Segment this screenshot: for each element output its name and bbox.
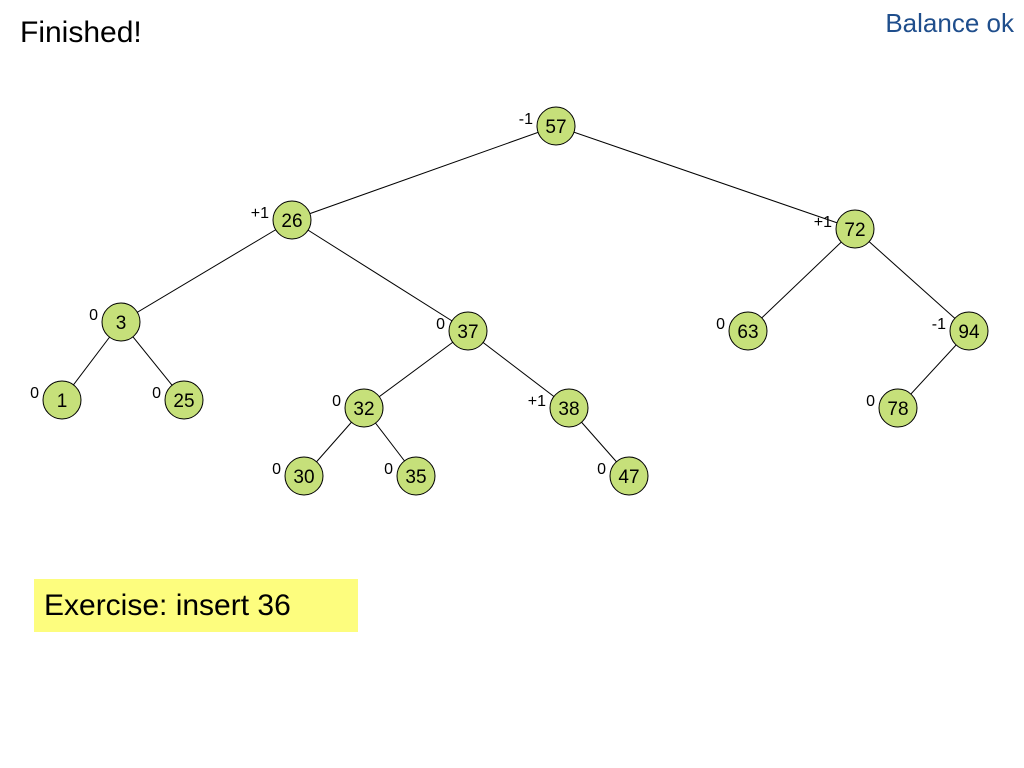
balance-factor-label: 0 xyxy=(89,307,98,324)
tree-node-1: 10 xyxy=(30,380,82,420)
node-key-label: 26 xyxy=(281,211,302,232)
node-circle xyxy=(272,200,312,240)
tree-node-63: 63 0 xyxy=(716,311,768,351)
balance-factor-label: 0 xyxy=(272,461,281,478)
tree-node-32: 32 0 xyxy=(332,388,384,428)
node-circle xyxy=(42,380,82,420)
node-circle xyxy=(284,456,324,496)
node-circle xyxy=(835,209,875,249)
page-title: Finished! xyxy=(20,16,142,49)
balance-factor-label: 0 xyxy=(152,385,161,402)
tree-node-72: 72 +1 xyxy=(814,209,875,249)
node-key-label: 63 xyxy=(737,322,758,343)
node-circle xyxy=(878,388,918,428)
node-key-label: 37 xyxy=(457,322,478,343)
balance-factor-label: 0 xyxy=(332,393,341,410)
node-key-label: 57 xyxy=(545,117,566,138)
node-key-label: 94 xyxy=(958,322,980,343)
node-key-label: 78 xyxy=(887,399,908,420)
tree-edge-72-63 xyxy=(747,228,856,332)
balance-factor-label: 0 xyxy=(436,316,445,333)
node-circle xyxy=(728,311,768,351)
node-key-label: 30 xyxy=(293,467,314,488)
tree-node-26: 26 +1 xyxy=(251,200,312,240)
node-circle xyxy=(549,388,589,428)
node-key-label: 72 xyxy=(844,220,865,241)
balance-status: Balance ok xyxy=(885,8,1014,38)
balance-factor-label: -1 xyxy=(932,316,946,333)
balance-factor-label: 0 xyxy=(716,316,725,333)
tree-edge-37-32 xyxy=(363,330,469,409)
node-circle xyxy=(101,302,141,342)
balance-factor-label: 0 xyxy=(30,385,39,402)
tree-edge-57-72 xyxy=(555,125,856,230)
balance-factor-label: +1 xyxy=(251,205,269,222)
tree-node-94: 94 -1 xyxy=(932,311,989,351)
tree-node-35: 35 0 xyxy=(384,456,436,496)
tree-edge-72-94 xyxy=(854,228,970,332)
node-circle xyxy=(164,380,204,420)
node-key-label: 32 xyxy=(353,399,374,420)
exercise-box: Exercise: insert 36 xyxy=(34,579,358,632)
balance-factor-label: -1 xyxy=(519,111,533,128)
tree-node-47: 47 0 xyxy=(597,456,649,496)
node-key-label: 35 xyxy=(405,467,426,488)
tree-node-38: 38 +1 xyxy=(528,388,589,428)
tree-edge-26-37 xyxy=(291,219,469,332)
tree-edge-37-38 xyxy=(467,330,570,409)
node-key-label: 1 xyxy=(57,391,68,412)
balance-factor-label: 0 xyxy=(866,393,875,410)
tree-node-57: 57 -1 xyxy=(519,106,576,146)
balance-factor-label: +1 xyxy=(528,393,546,410)
tree-edge-26-3 xyxy=(120,219,293,323)
balance-factor-label: +1 xyxy=(814,214,832,231)
tree-node-37: 37 0 xyxy=(436,311,488,351)
node-circle xyxy=(609,456,649,496)
tree-node-78: 78 0 xyxy=(866,388,918,428)
tree-edge-57-26 xyxy=(291,125,557,221)
tree-node-25: 25 0 xyxy=(152,380,204,420)
node-key-label: 47 xyxy=(618,467,639,488)
node-key-label: 3 xyxy=(116,313,127,334)
node-circle xyxy=(448,311,488,351)
node-circle xyxy=(396,456,436,496)
node-key-label: 25 xyxy=(173,391,194,412)
node-circle xyxy=(536,106,576,146)
balance-factor-label: 0 xyxy=(597,461,606,478)
node-circle xyxy=(949,311,989,351)
node-circle xyxy=(344,388,384,428)
balance-factor-label: 0 xyxy=(384,461,393,478)
node-key-label: 38 xyxy=(558,399,579,420)
tree-node-30: 30 0 xyxy=(272,456,324,496)
tree-node-3: 30 xyxy=(89,302,141,342)
